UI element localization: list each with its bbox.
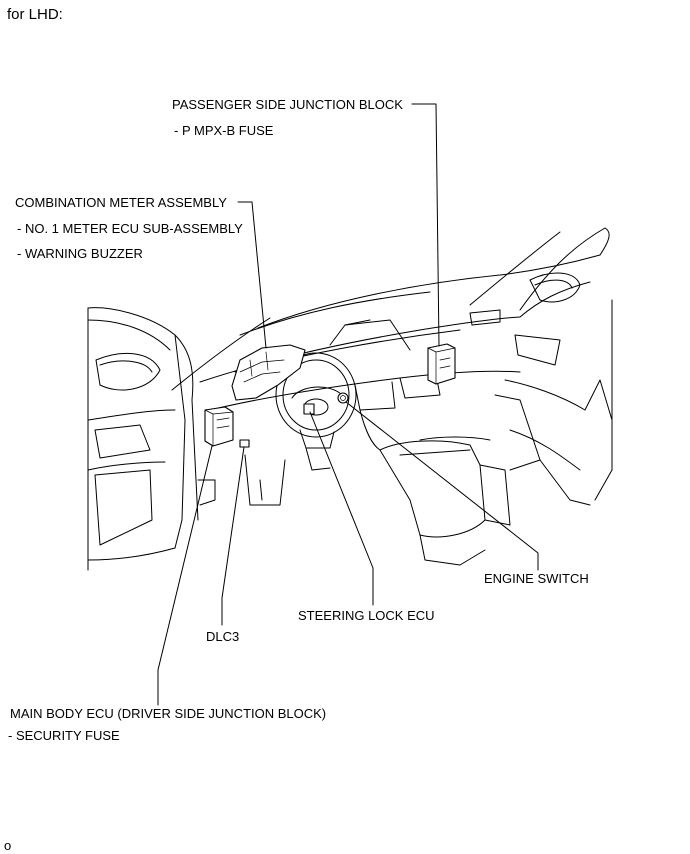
- label-combination-meter-assembly: COMBINATION METER ASSEMBLY: [15, 195, 227, 210]
- label-engine-switch: ENGINE SWITCH: [484, 571, 589, 586]
- dlc3-part: [239, 439, 250, 448]
- steering-lock-ecu-part: [303, 403, 315, 415]
- label-dlc3: DLC3: [206, 629, 240, 644]
- label-passenger-side-junction-block: PASSENGER SIDE JUNCTION BLOCK: [172, 97, 403, 112]
- label-meter-ecu-sub-assembly: - NO. 1 METER ECU SUB-ASSEMBLY: [17, 221, 243, 236]
- right-door-outline: [519, 281, 591, 318]
- leader-main-body-ecu: [157, 445, 213, 706]
- passenger-junction-block-part: [427, 343, 456, 385]
- center-console-outline: [379, 440, 486, 538]
- windshield-outline: [257, 254, 601, 329]
- label-warning-buzzer: - WARNING BUZZER: [17, 246, 143, 261]
- steering-wheel: [275, 352, 357, 438]
- leader-passenger-jb: [411, 103, 440, 347]
- leader-engine-switch: [345, 401, 539, 571]
- footer-code: o: [4, 838, 12, 853]
- leader-dlc3: [221, 446, 245, 626]
- label-main-body-ecu: MAIN BODY ECU (DRIVER SIDE JUNCTION BLOC…: [10, 706, 327, 721]
- combination-meter-part: [231, 344, 306, 401]
- main-body-ecu-part: [204, 406, 234, 447]
- diagram-header: for LHD:: [7, 6, 63, 23]
- leader-combination-meter: [237, 201, 267, 349]
- leader-steering-lock-ecu: [309, 411, 374, 606]
- engine-switch-part: [337, 392, 349, 404]
- label-p-mpx-b-fuse: - P MPX-B FUSE: [174, 123, 274, 138]
- label-security-fuse: - SECURITY FUSE: [8, 728, 120, 743]
- label-steering-lock-ecu: STEERING LOCK ECU: [298, 608, 435, 623]
